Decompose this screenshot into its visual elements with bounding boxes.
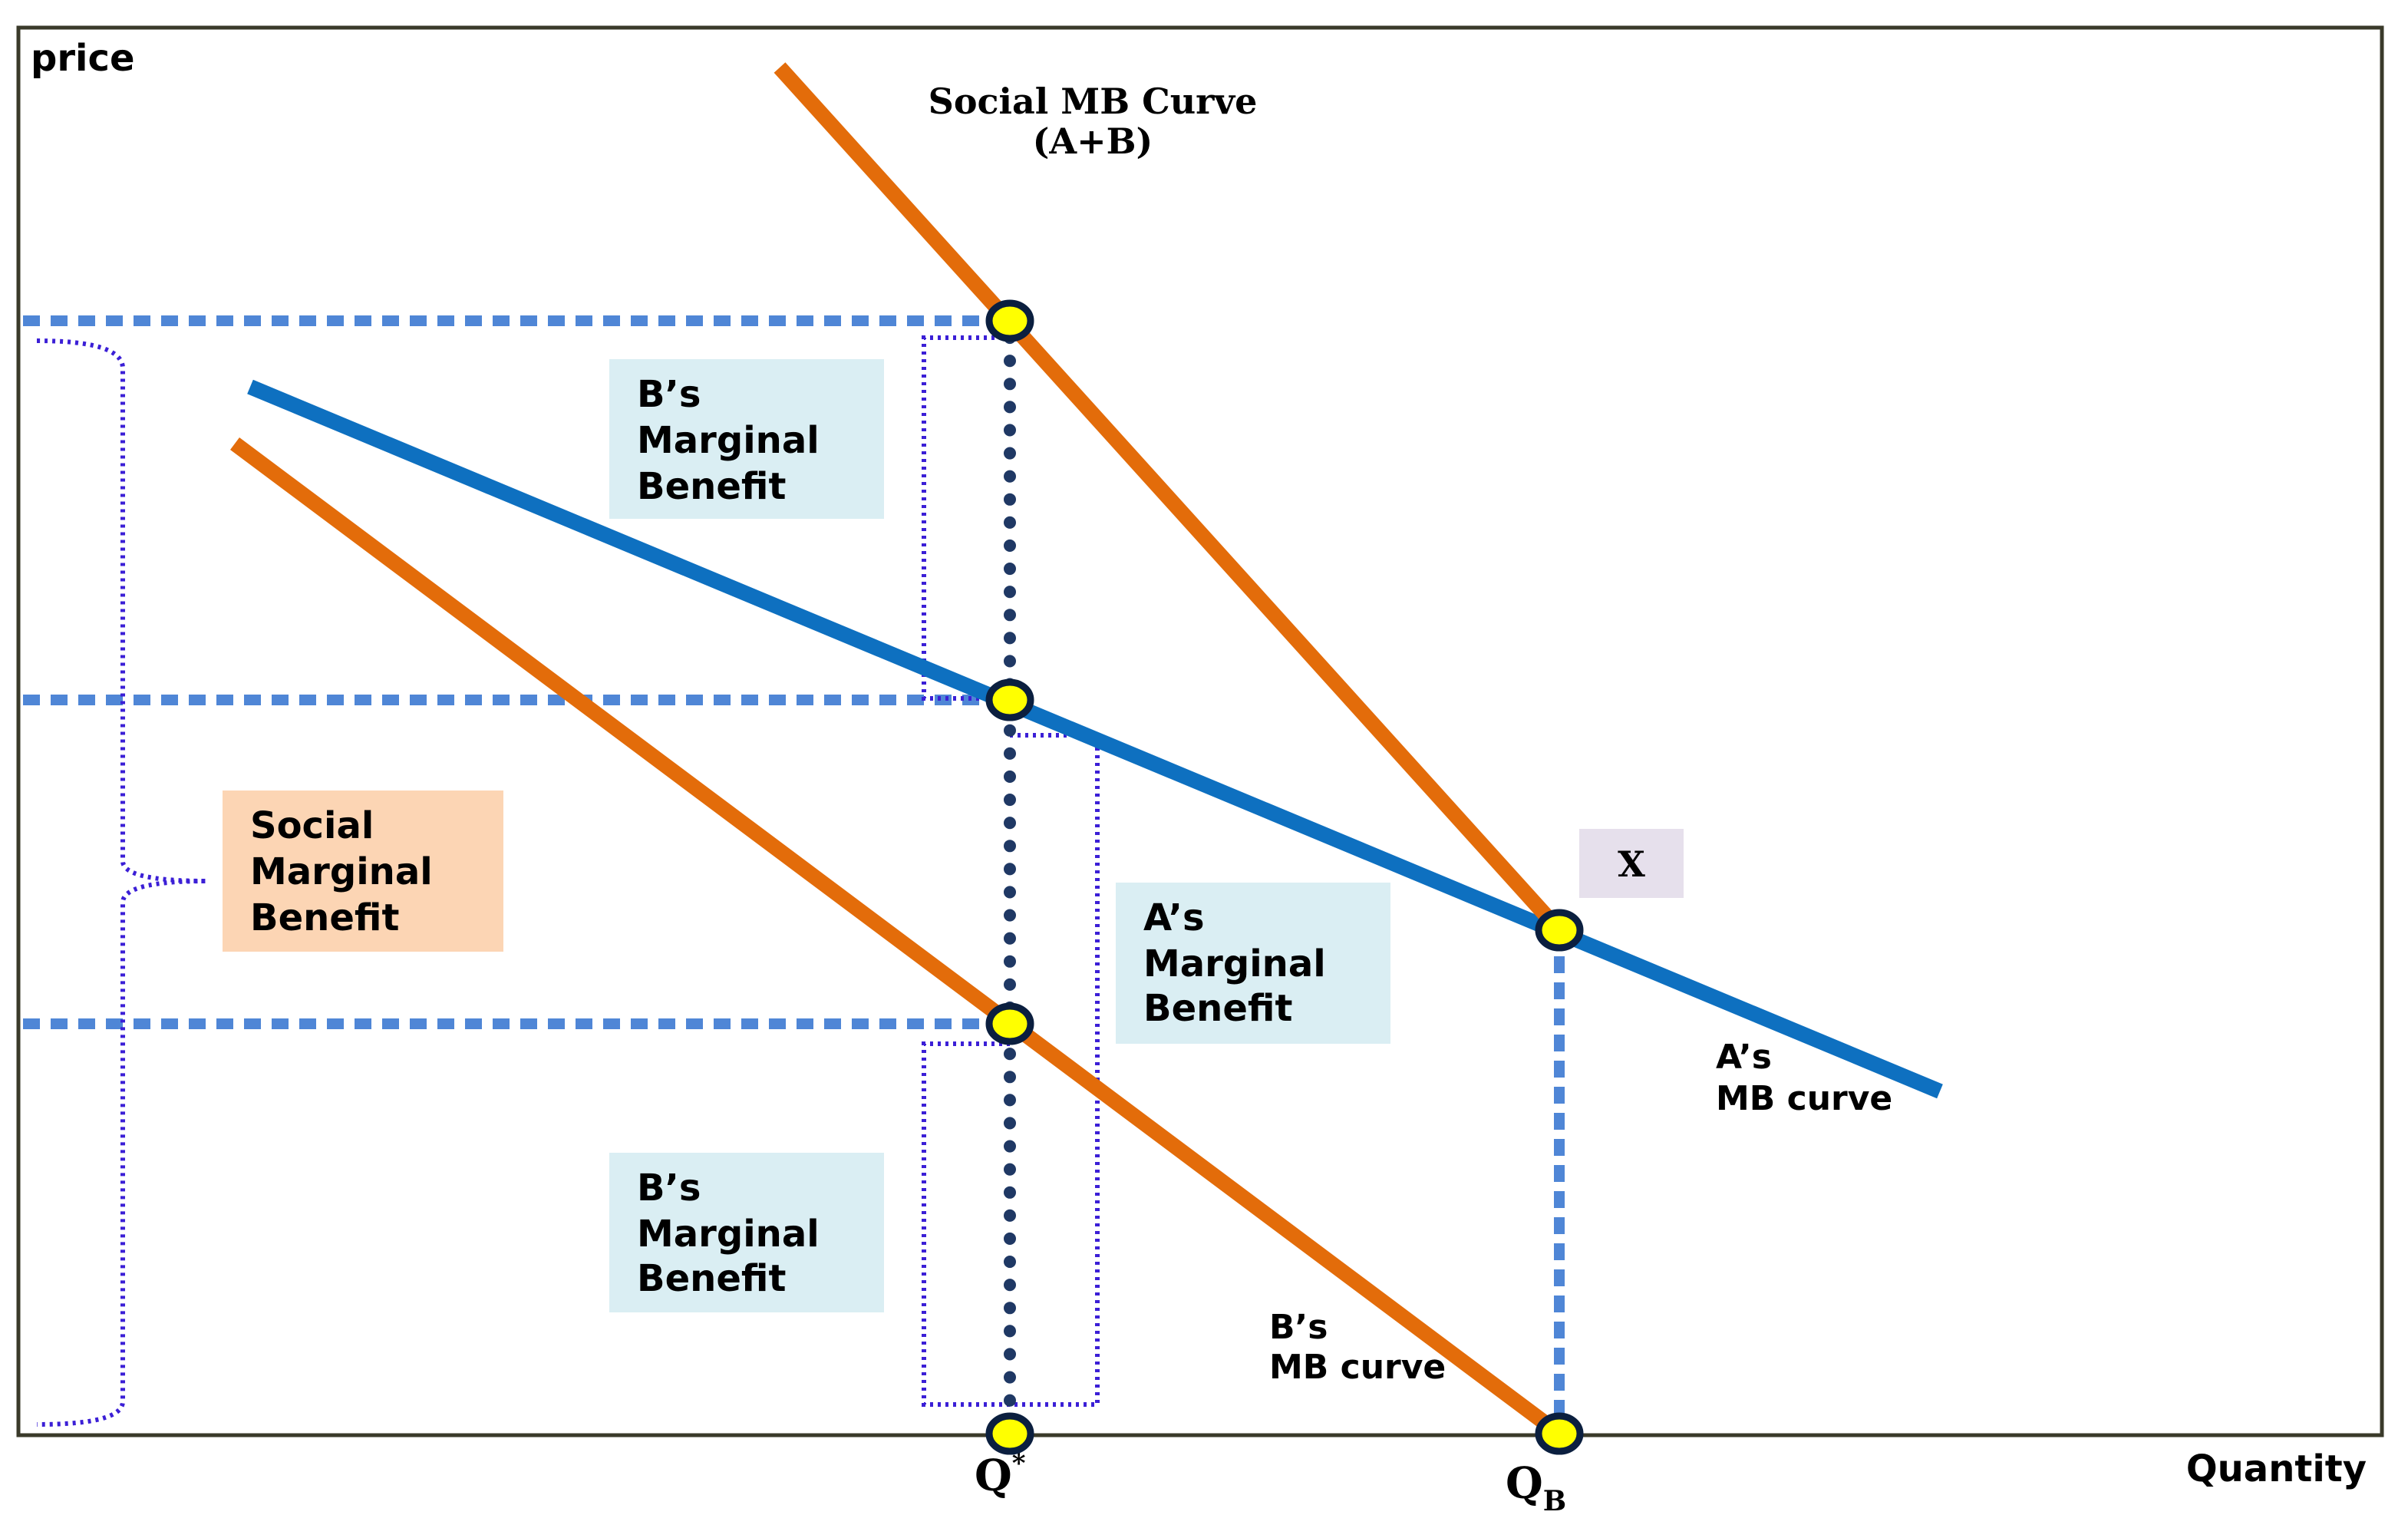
- x-box-label: X: [1618, 843, 1645, 885]
- point-a-at-qstar: [985, 678, 1034, 721]
- b-lower-box: B’s Marginal Benefit: [609, 1153, 884, 1312]
- point-x-intersection: [1535, 909, 1584, 952]
- a-curve-label-line1: A’s: [1716, 1038, 1772, 1077]
- b-lower-box-line2: Marginal: [637, 1213, 820, 1256]
- q-star-letter: Q: [975, 1451, 1012, 1501]
- b-upper-box: B’s Marginal Benefit: [609, 359, 884, 519]
- a-mb-curve: [247, 379, 1943, 1099]
- y-axis-label: price: [31, 37, 135, 80]
- x-axis-label: Quantity: [2186, 1447, 2367, 1490]
- social-box: Social Marginal Benefit: [223, 791, 503, 952]
- social-box-bg: [223, 791, 503, 952]
- b-lower-bracket: [922, 1041, 1010, 1407]
- q-star-tick: Q*: [975, 1448, 1026, 1501]
- a-bracket: [1010, 733, 1100, 1407]
- a-mid-box-bg: [1116, 883, 1390, 1044]
- point-qstar-axis: [985, 1412, 1034, 1455]
- q-b-letter: Q: [1506, 1458, 1543, 1509]
- q-star-superscript: *: [1012, 1448, 1026, 1479]
- b-mb-curve: [230, 437, 1564, 1441]
- b-curve-label-line2: MB curve: [1269, 1348, 1446, 1387]
- x-box-bg: [1579, 829, 1684, 898]
- q-b-tick: QB: [1506, 1458, 1566, 1515]
- social-mb-curve: [774, 62, 1565, 936]
- social-box-line2: Marginal: [250, 850, 433, 893]
- b-upper-box-line2: Marginal: [637, 419, 820, 462]
- social-curve-title-line1: Social MB Curve: [929, 81, 1258, 122]
- a-mid-box: A’s Marginal Benefit: [1116, 883, 1390, 1044]
- social-box-line1: Social: [250, 804, 374, 847]
- point-b-at-qstar: [985, 1002, 1034, 1045]
- a-mid-box-line1: A’s: [1143, 896, 1205, 939]
- b-lower-box-bg: [609, 1153, 884, 1312]
- b-upper-bracket: [922, 335, 1010, 701]
- social-brace: [36, 338, 208, 1427]
- social-box-line3: Benefit: [250, 896, 399, 939]
- x-box: X: [1579, 829, 1684, 898]
- plot-frame: [16, 25, 2384, 1437]
- a-mid-box-line2: Marginal: [1143, 942, 1326, 985]
- benefit-brackets: [36, 335, 1100, 1427]
- b-upper-box-line3: Benefit: [637, 465, 786, 508]
- a-curve-label-line2: MB curve: [1716, 1079, 1892, 1118]
- b-upper-box-bg: [609, 359, 884, 519]
- b-upper-box-line1: B’s: [637, 373, 701, 416]
- b-curve-label-line1: B’s: [1269, 1308, 1328, 1347]
- key-points: [985, 299, 1584, 1455]
- q-b-subscript: B: [1543, 1485, 1566, 1515]
- b-lower-box-line1: B’s: [637, 1167, 701, 1210]
- point-social-at-qstar: [985, 299, 1034, 342]
- point-qb-axis: [1535, 1412, 1584, 1455]
- b-lower-box-line3: Benefit: [637, 1257, 786, 1300]
- a-mid-box-line3: Benefit: [1143, 987, 1292, 1030]
- social-curve-title-line2: (A+B): [1033, 120, 1153, 162]
